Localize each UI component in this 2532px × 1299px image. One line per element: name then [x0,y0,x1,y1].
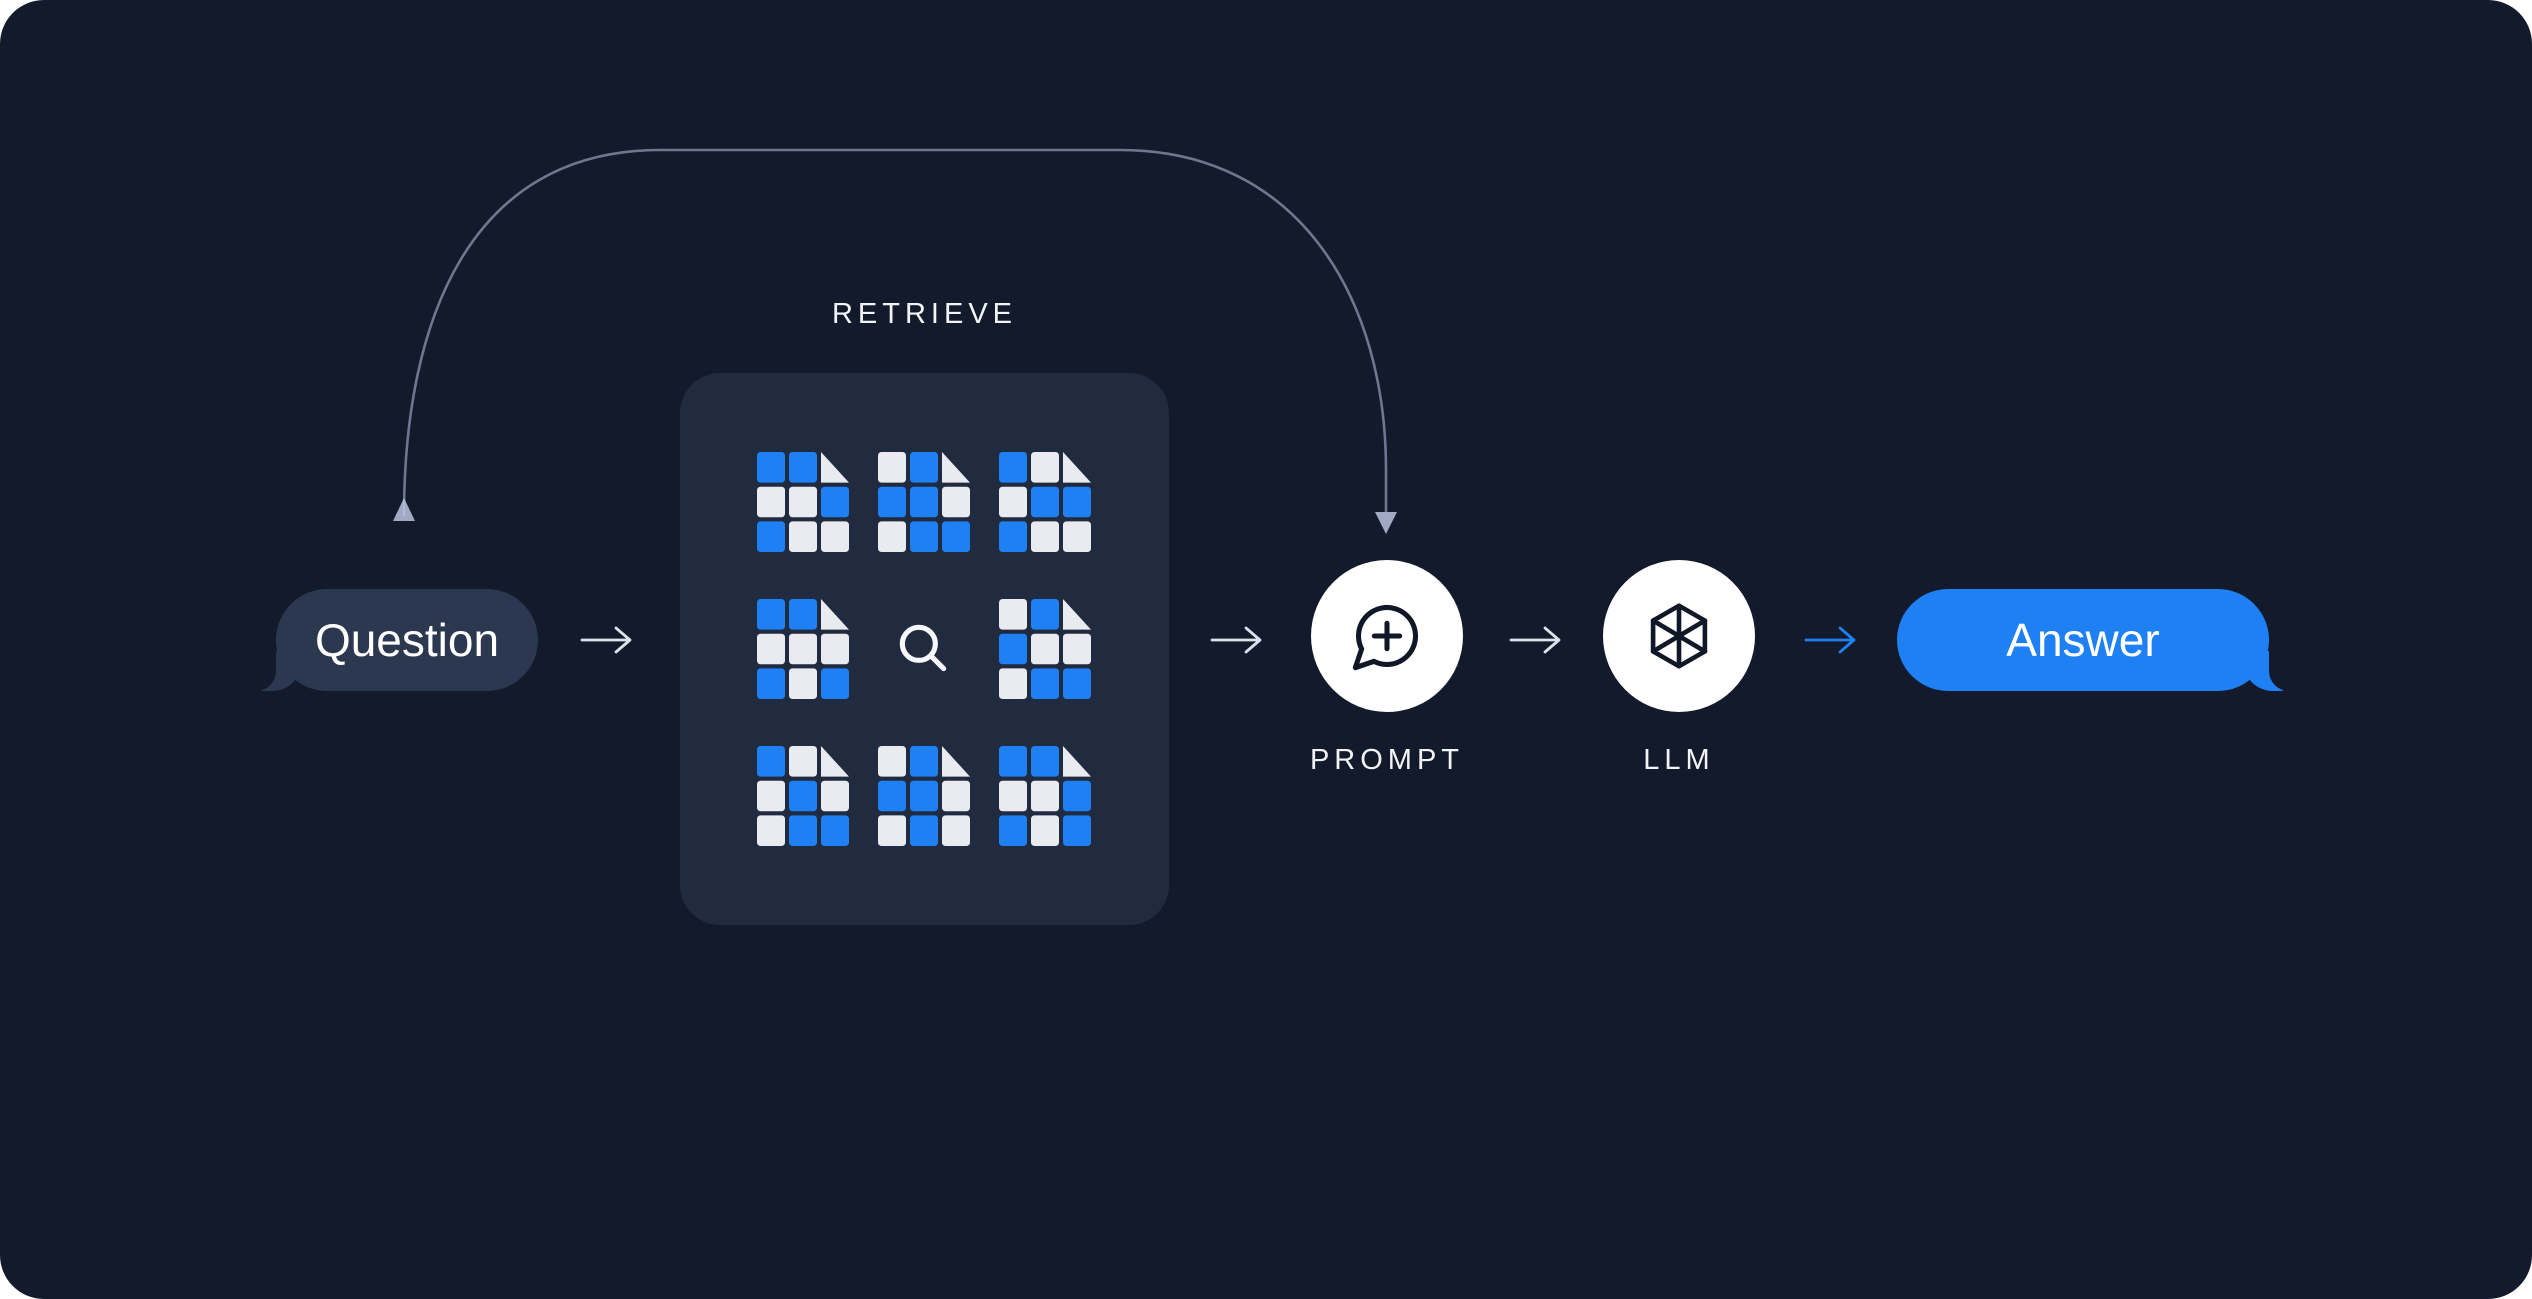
document-icon [757,452,849,552]
document-cell [999,746,1091,846]
document-icon [757,599,849,699]
document-icon [878,452,970,552]
magnifier-icon [899,624,947,672]
answer-label: Answer [2006,614,2160,666]
chat-plus-icon [1352,604,1419,671]
question-bubble: Question [256,589,538,691]
document-icon [757,746,849,846]
document-icon [999,746,1091,846]
document-icon [999,452,1091,552]
llm-node [1603,560,1755,712]
document-cell [999,599,1091,699]
document-cell [878,746,970,846]
llm-label: LLM [1643,744,1715,776]
document-icon [999,599,1091,699]
document-cell [757,746,849,846]
question-label: Question [314,614,500,666]
retrieve-label: RETRIEVE [831,298,1018,330]
curve-start-arrowhead [393,498,415,521]
arrow-llm-to-answer [1804,626,1856,654]
arrow-retrieve-to-prompt [1210,626,1262,654]
document-icon [878,746,970,846]
retrieve-panel [680,373,1169,925]
cube-icon [1650,603,1708,669]
document-cell [757,599,849,699]
answer-bubble: Answer [1897,589,2289,691]
magnifier-cell [878,599,970,699]
document-cell [999,452,1091,552]
arrow-question-to-retrieve [580,626,632,654]
document-cell [878,452,970,552]
prompt-label: PROMPT [1309,744,1465,776]
document-cell [757,452,849,552]
prompt-node [1311,560,1463,712]
document-grid [680,373,1169,925]
curve-end-arrowhead [1375,512,1397,534]
arrow-prompt-to-llm [1509,626,1561,654]
